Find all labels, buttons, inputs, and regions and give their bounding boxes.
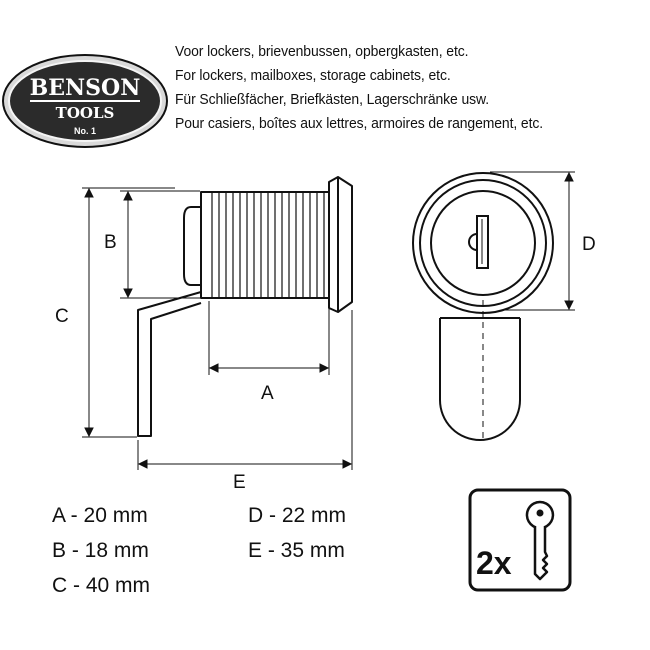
logo-brand-name: BENSON [30, 75, 141, 101]
benson-tools-logo: BENSON TOOLS No. 1 [2, 54, 168, 148]
spec-c: C - 40 mm [52, 574, 151, 597]
description-line-en: For lockers, mailboxes, storage cabinets… [175, 67, 451, 84]
logo-brand-number: No. 1 [74, 126, 96, 136]
dim-label-d: D [582, 234, 596, 255]
spec-d: D - 22 mm [248, 504, 347, 527]
key-plug-back [183, 206, 201, 286]
description-line-de: Für Schließfächer, Briefkästen, Lagersch… [175, 91, 490, 108]
usage-description: Voor lockers, brievenbussen, opbergkaste… [175, 40, 645, 136]
spec-e: E - 35 mm [248, 539, 345, 562]
spec-a: A - 20 mm [52, 504, 148, 527]
keyway [468, 215, 489, 269]
dim-label-c: C [55, 306, 69, 327]
description-line-nl: Voor lockers, brievenbussen, opbergkaste… [175, 43, 469, 60]
key-count-badge: 2x [468, 488, 572, 592]
dim-label-e: E [233, 472, 246, 493]
dimension-specs: A - 20 mm B - 18 mm C - 40 mm D - 22 mm … [52, 504, 432, 614]
spec-b: B - 18 mm [52, 539, 149, 562]
key-icon [525, 500, 555, 581]
key-count: 2x [476, 545, 512, 581]
lock-flange [328, 176, 353, 313]
logo-brand-sub: TOOLS [56, 104, 115, 122]
dim-label-b: B [104, 232, 117, 253]
description-line-fr: Pour casiers, boîtes aux lettres, armoir… [175, 115, 544, 132]
dim-label-a: A [261, 383, 274, 404]
cam-lever [137, 291, 202, 437]
body-threads [211, 192, 325, 298]
